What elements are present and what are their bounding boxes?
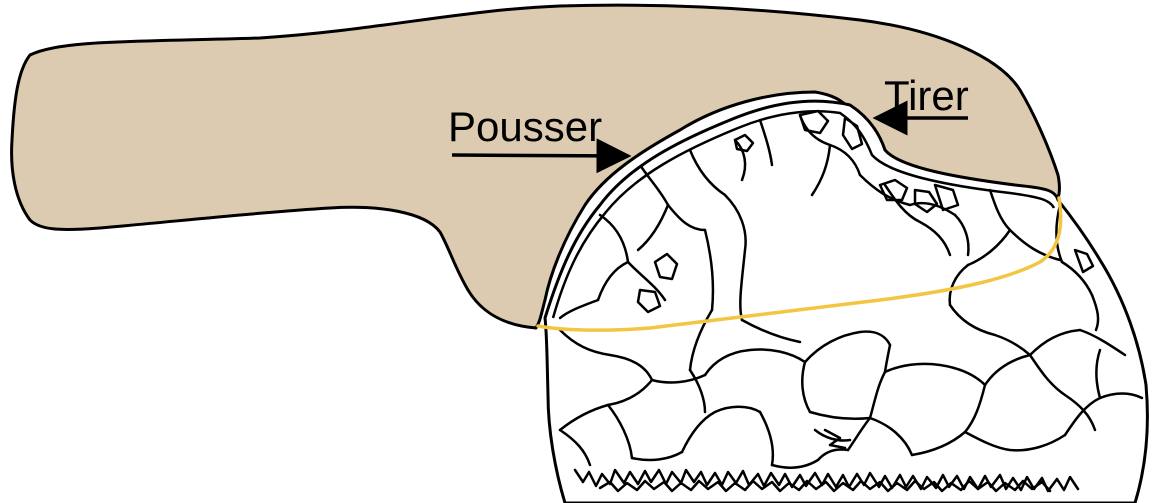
push-arrow: [452, 155, 628, 156]
stone-core: [545, 101, 1147, 503]
push-label: Pousser: [448, 103, 602, 150]
pull-label: Tirer: [884, 72, 969, 119]
